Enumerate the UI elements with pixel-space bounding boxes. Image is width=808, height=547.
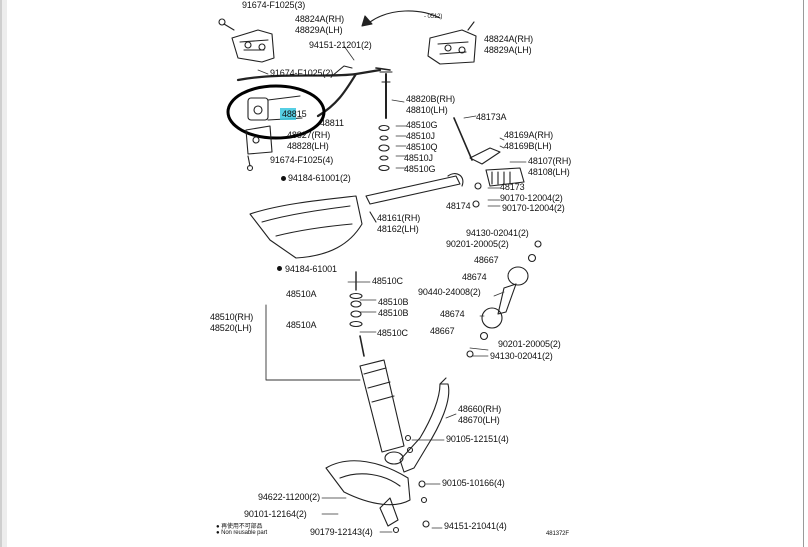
direction-arrow xyxy=(369,10,441,23)
part-label[interactable]: 48510A xyxy=(286,320,317,330)
shock-top-hardware xyxy=(349,271,365,357)
part-label[interactable]: 48108(LH) xyxy=(528,167,570,177)
part-label[interactable]: 48827(RH) xyxy=(287,130,331,140)
part-label[interactable]: 48510B xyxy=(378,308,409,318)
leader-48510 xyxy=(265,304,361,381)
part-label[interactable]: 90201-20005(2) xyxy=(446,239,509,249)
part-label[interactable]: 48174 xyxy=(446,201,471,211)
part-label[interactable]: 48824A(RH) xyxy=(295,14,345,24)
part-label[interactable]: 94184-61001 xyxy=(285,264,337,274)
non-reusable-marker xyxy=(277,266,282,271)
part-label[interactable]: 48510J xyxy=(406,131,435,141)
part-label[interactable]: 90179-12143(4) xyxy=(310,527,373,537)
bracket-lower-left xyxy=(245,125,273,155)
part-label[interactable]: 48169A(RH) xyxy=(504,130,554,140)
part-label[interactable]: 48829A(LH) xyxy=(484,45,532,55)
part-label[interactable]: 48520(LH) xyxy=(210,323,252,333)
part-label[interactable]: 48510B xyxy=(378,297,409,307)
part-label[interactable]: 48824A(RH) xyxy=(484,34,534,44)
upper-arm-shaft xyxy=(365,175,461,205)
part-label[interactable]: 94151-21041(4) xyxy=(444,521,507,531)
part-label[interactable]: 48510C xyxy=(372,276,403,286)
part-label[interactable]: 90170-12004(2) xyxy=(502,203,565,213)
part-highlight-48815[interactable] xyxy=(280,108,296,120)
part-label[interactable]: 48828(LH) xyxy=(287,141,329,151)
part-label[interactable]: 48820B(RH) xyxy=(406,94,456,104)
part-label[interactable]: 48173A xyxy=(476,112,507,122)
figure-code: 481372F xyxy=(546,531,569,537)
part-label[interactable]: 90105-10166(4) xyxy=(442,478,505,488)
part-label[interactable]: 48815 xyxy=(282,109,307,119)
part-label[interactable]: 94622-11200(2) xyxy=(258,492,320,502)
legend-english: ● Non reusable part xyxy=(216,530,268,536)
part-label[interactable]: 48670(LH) xyxy=(458,415,500,425)
part-label[interactable]: 90105-12151(4) xyxy=(446,434,509,444)
part-label[interactable]: 48169B(LH) xyxy=(504,141,552,151)
bracket-top-right xyxy=(427,29,477,65)
highlight-circle xyxy=(226,84,326,140)
part-label[interactable]: 91674-F1025(4) xyxy=(270,155,334,165)
part-label[interactable]: 90440-24008(2) xyxy=(418,287,481,297)
part-label[interactable]: 94151-21201(2) xyxy=(309,40,372,50)
part-label[interactable]: 48162(LH) xyxy=(377,224,419,234)
part-label[interactable]: 91674-F1025(3) xyxy=(242,0,306,10)
part-label[interactable]: 94130-02041(2) xyxy=(466,228,529,238)
part-label[interactable]: 48510G xyxy=(406,120,438,130)
non-reusable-marker xyxy=(281,176,286,181)
part-label[interactable]: 48829A(LH) xyxy=(295,25,343,35)
legend-japanese: ● 再使用不可部品 xyxy=(216,524,263,530)
part-label[interactable]: 48674 xyxy=(440,309,465,319)
part-label[interactable]: 48660(RH) xyxy=(458,404,502,414)
part-label[interactable]: 94130-02041(2) xyxy=(490,351,553,361)
part-label[interactable]: 48810(LH) xyxy=(406,105,448,115)
bracket-top-left xyxy=(231,29,275,63)
part-label[interactable]: 48811 xyxy=(320,118,344,128)
part-label[interactable]: 48674 xyxy=(462,272,487,282)
part-label[interactable]: 90170-12004(2) xyxy=(500,193,563,203)
window-left-border xyxy=(0,0,2,547)
upper-control-arm xyxy=(249,195,363,259)
torsion-bolt xyxy=(453,117,473,161)
part-label[interactable]: 48161(RH) xyxy=(377,213,421,223)
window-right-border xyxy=(803,0,804,547)
washer-stack-upper xyxy=(378,124,390,172)
part-label[interactable]: 90101-12164(2) xyxy=(244,509,307,519)
date-note: - 0512) xyxy=(424,14,443,20)
part-label[interactable]: 48510J xyxy=(404,153,433,163)
knuckle-arm xyxy=(399,383,450,473)
part-label[interactable]: 91674-F1025(2) xyxy=(270,68,334,78)
part-label[interactable]: 48173 xyxy=(500,182,525,192)
part-label[interactable]: 90201-20005(2) xyxy=(498,339,561,349)
lower-control-arm xyxy=(325,460,411,506)
part-label[interactable]: 48667 xyxy=(430,326,455,336)
part-label[interactable]: 48107(RH) xyxy=(528,156,572,166)
part-label[interactable]: 94184-61001(2) xyxy=(288,173,351,183)
part-label[interactable]: 48510G xyxy=(404,164,436,174)
part-label[interactable]: 48667 xyxy=(474,255,499,265)
spacer-stack-right xyxy=(466,240,542,358)
part-label[interactable]: 48510A xyxy=(286,289,317,299)
left-scroll-strip[interactable] xyxy=(2,0,7,547)
shock-absorber xyxy=(359,359,405,453)
part-label[interactable]: 48510Q xyxy=(406,142,438,152)
part-label[interactable]: 48510(RH) xyxy=(210,312,254,322)
adjust-bolt xyxy=(485,167,525,187)
part-label[interactable]: 48510C xyxy=(377,328,408,338)
